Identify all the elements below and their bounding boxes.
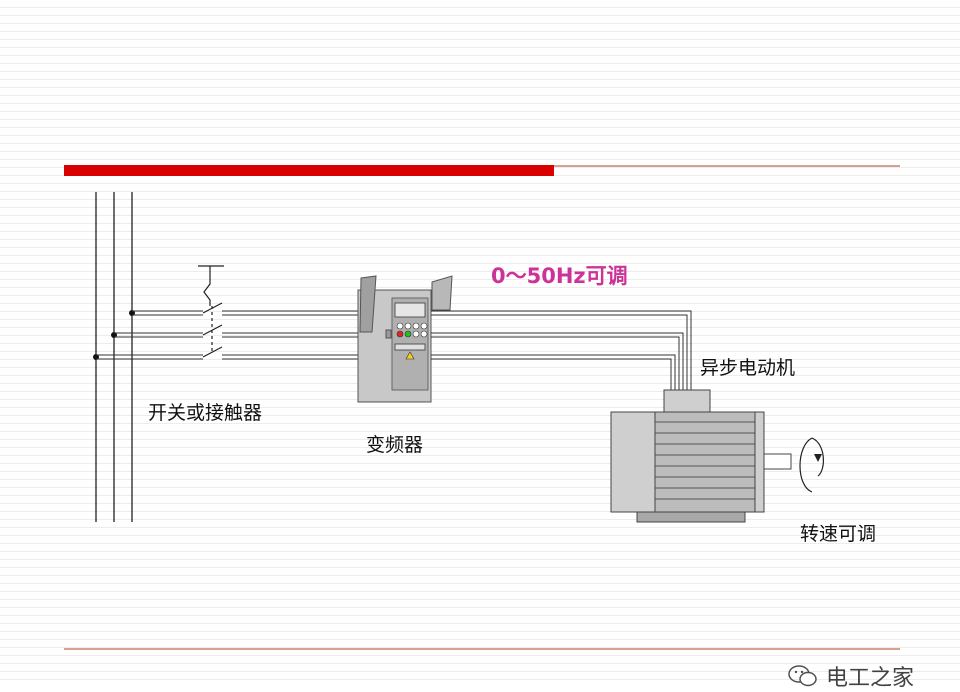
switch-contactor-label: 开关或接触器 — [148, 402, 263, 424]
motor-base — [636, 511, 746, 523]
motor-shaft — [763, 453, 792, 470]
switch-contactor-symbol — [198, 265, 224, 358]
inverter-display — [394, 302, 426, 318]
watermark: 电工之家 — [788, 660, 914, 692]
rotation-arrow-icon — [799, 437, 824, 493]
header-rule — [64, 165, 900, 176]
motor-terminal-box — [663, 389, 711, 413]
output-wiring — [431, 310, 692, 390]
async-motor — [610, 389, 792, 523]
input-wiring — [96, 310, 360, 360]
inverter-cover-right — [431, 275, 453, 311]
motor-cooling-fins — [655, 421, 755, 500]
inverter-label: 变频器 — [366, 434, 424, 456]
power-bus — [95, 192, 133, 522]
motor-flange — [754, 411, 765, 513]
motor-body — [654, 411, 756, 513]
header-red-bar — [64, 165, 554, 176]
frequency-range-label: 0～50Hz可调 — [491, 264, 628, 288]
inverter-terminal-strip — [394, 343, 426, 351]
wechat-icon — [788, 665, 817, 687]
motor-end-cap — [610, 411, 656, 513]
warning-triangle-icon — [405, 351, 415, 360]
watermark-text: 电工之家 — [826, 666, 915, 691]
async-motor-label: 异步电动机 — [700, 357, 796, 379]
inverter-cover-left — [359, 275, 377, 333]
inverter-device — [357, 275, 453, 403]
inverter-small-tab — [385, 329, 392, 339]
inverter-keypad — [396, 322, 428, 338]
speed-adjustable-label: 转速可调 — [800, 523, 877, 545]
